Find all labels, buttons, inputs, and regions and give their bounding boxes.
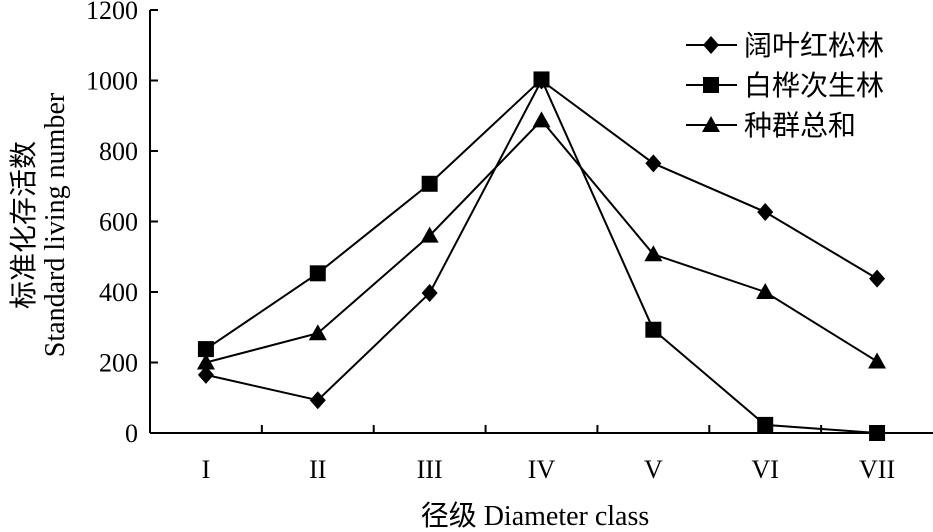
data-point-square <box>645 321 662 338</box>
data-point-diamond <box>869 269 886 288</box>
y-tick-label: 1200 <box>86 0 138 25</box>
legend-item: 白桦次生林 <box>686 69 884 102</box>
data-point-triangle <box>196 353 215 370</box>
x-axis-title: 径级 Diameter class <box>421 500 650 532</box>
y-tick-label: 0 <box>125 419 138 448</box>
y-tick-label: 400 <box>99 278 138 307</box>
data-point-diamond <box>421 284 438 303</box>
legend-label: 阔叶红松林 <box>744 29 884 62</box>
data-point-triangle <box>756 283 775 299</box>
series-triangle <box>196 111 887 370</box>
legend-label: 种群总和 <box>744 109 856 142</box>
y-axis-title-cn: 标准化存活数 <box>8 141 40 309</box>
x-tick-label: I <box>202 455 211 484</box>
x-tick-label: V <box>644 455 663 484</box>
data-point-diamond <box>757 202 774 221</box>
data-point-diamond <box>645 154 662 173</box>
data-point-square <box>197 341 214 358</box>
y-tick-label: 200 <box>99 349 138 378</box>
y-axis-title-en: Standard living number <box>40 92 71 357</box>
data-point-triangle <box>868 352 887 369</box>
y-tick-label: 1000 <box>86 67 138 96</box>
data-point-triangle <box>644 245 663 262</box>
data-point-square <box>309 265 326 282</box>
series-square <box>197 71 886 441</box>
legend-marker-square <box>703 77 719 93</box>
data-point-square <box>533 71 550 88</box>
data-point-square <box>757 416 774 433</box>
x-tick-label: II <box>309 455 326 484</box>
data-point-square <box>421 175 438 192</box>
series-layer <box>196 71 887 441</box>
legend-item: 阔叶红松林 <box>686 29 884 62</box>
legend-item: 种群总和 <box>686 109 856 142</box>
x-tick-label: VI <box>751 455 778 484</box>
y-ticks: 0 200 400 600 800 1000 1200 <box>86 0 158 448</box>
data-point-square <box>869 425 886 441</box>
legend-label: 白桦次生林 <box>744 69 884 102</box>
data-point-triangle <box>532 111 551 128</box>
x-tick-label: IV <box>528 455 556 484</box>
data-point-triangle <box>308 324 327 341</box>
x-tick-label: VII <box>859 455 895 484</box>
x-tick-label: III <box>417 455 443 484</box>
y-axis-title-group: 标准化存活数 Standard living number <box>8 92 71 357</box>
y-tick-label: 800 <box>99 137 138 166</box>
data-point-diamond <box>309 391 326 410</box>
y-tick-label: 600 <box>99 208 138 237</box>
data-point-diamond <box>197 365 214 384</box>
legend-marker-triangle <box>702 116 720 132</box>
data-point-triangle <box>420 226 439 243</box>
legend-marker-diamond <box>703 36 719 54</box>
series-line <box>205 118 878 364</box>
